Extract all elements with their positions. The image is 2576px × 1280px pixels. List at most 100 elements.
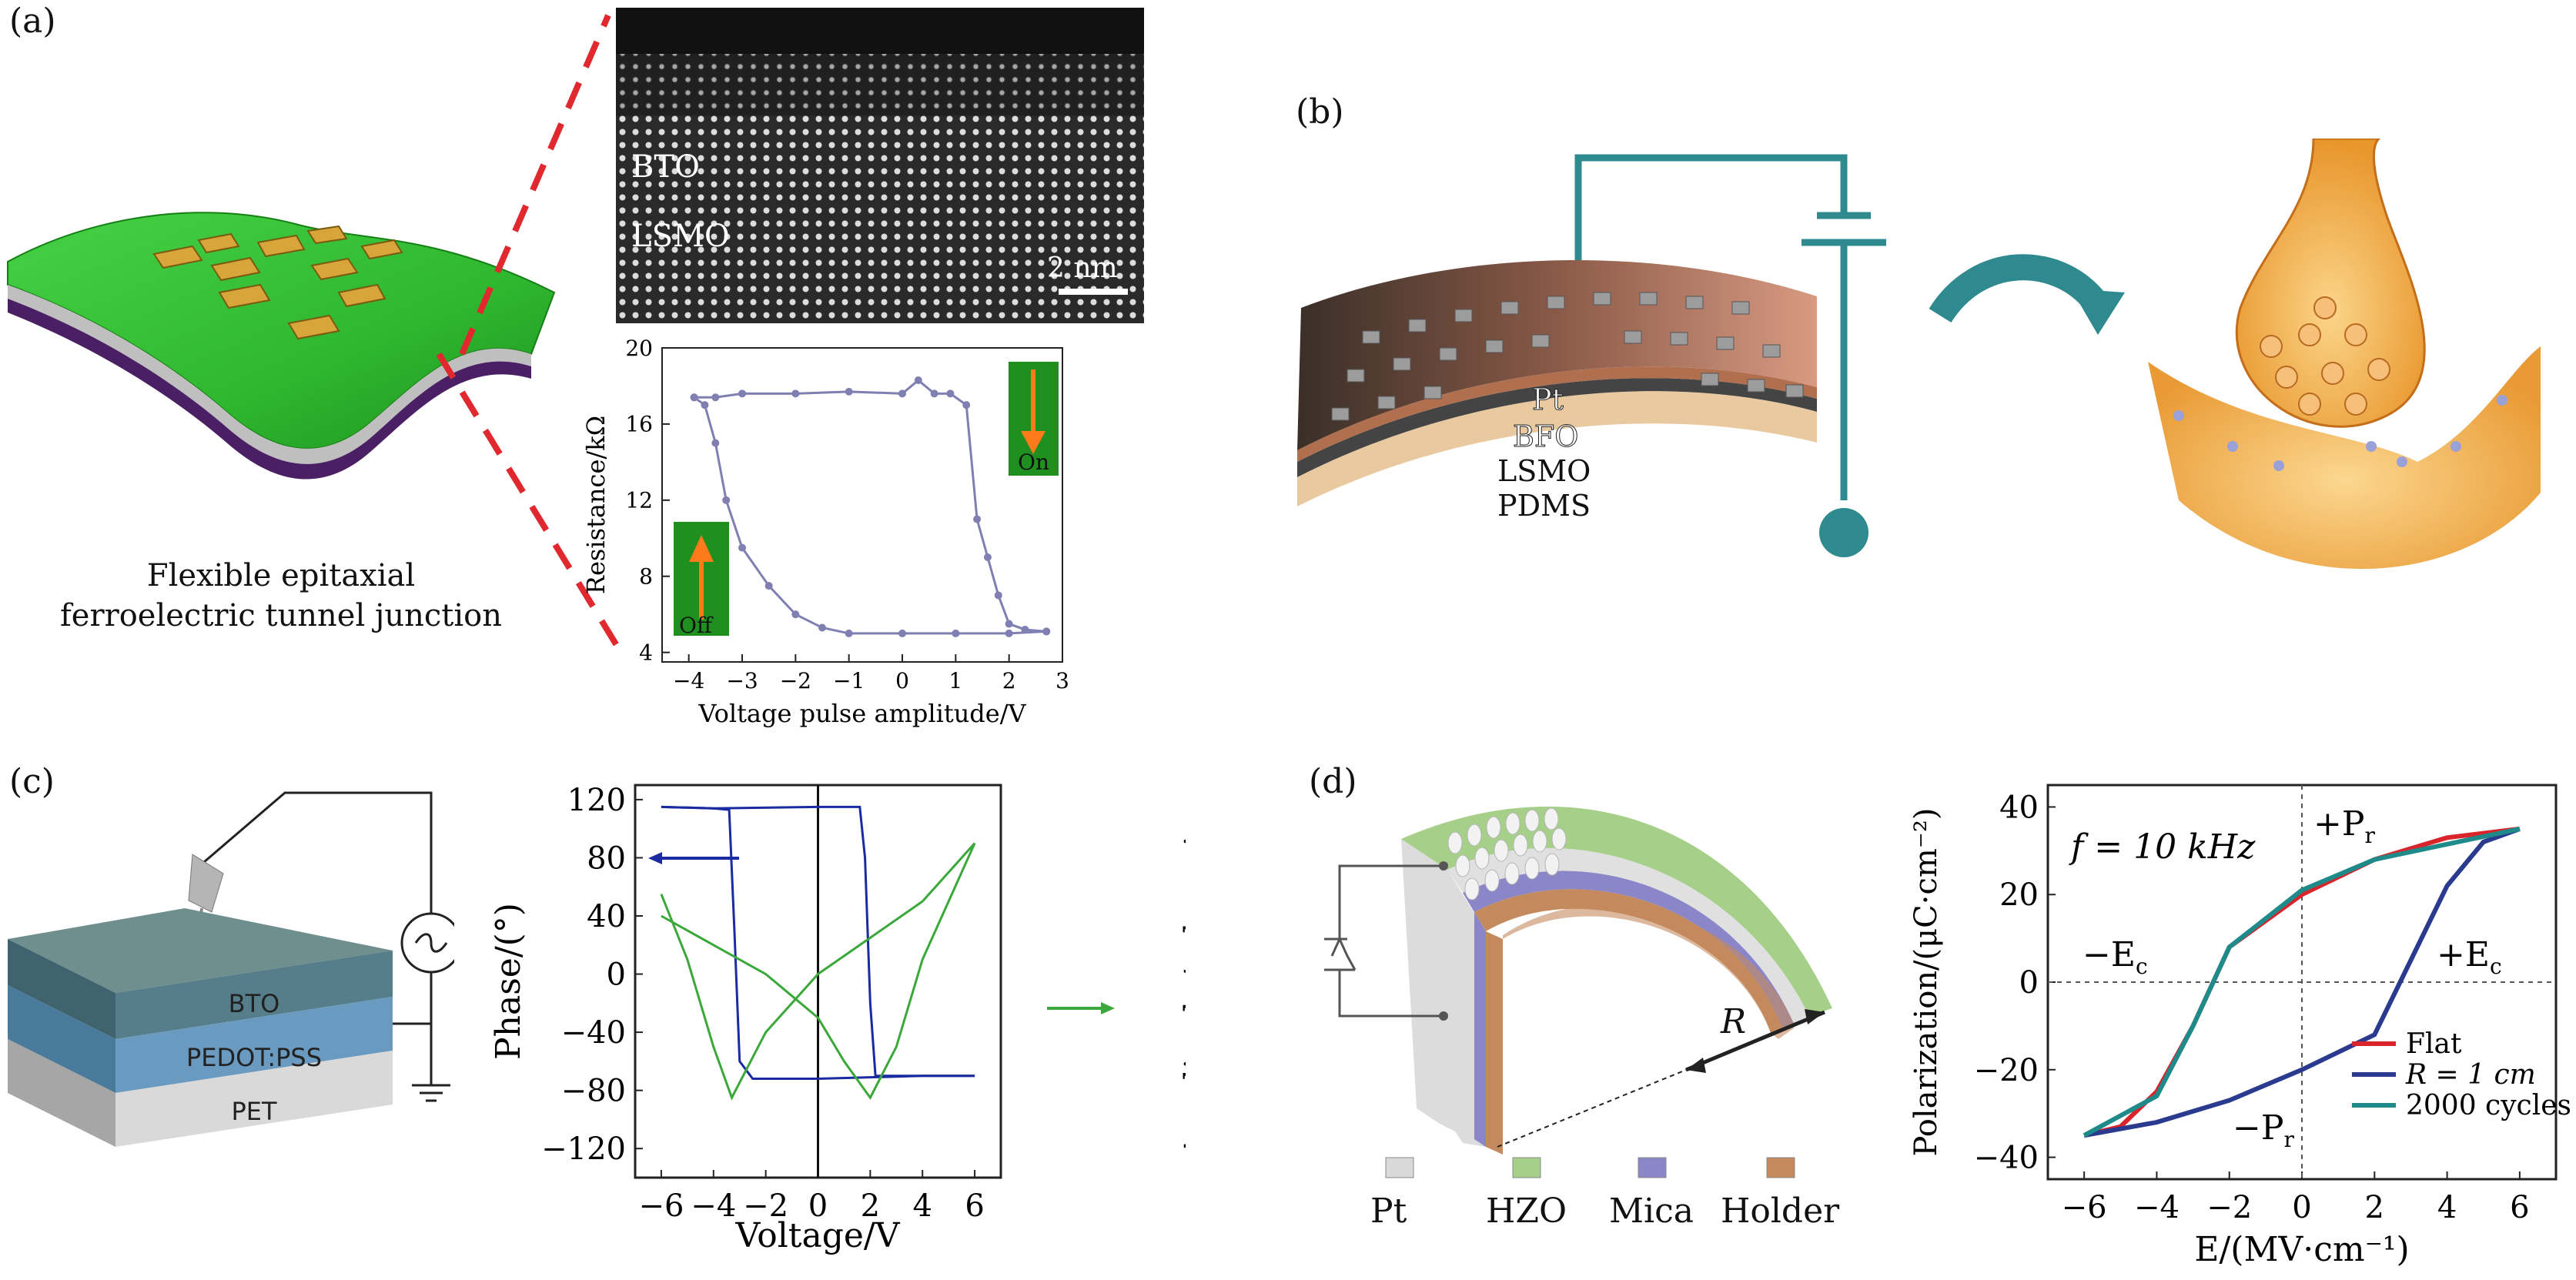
series-line-1 [2083,827,2521,1138]
data-point [898,629,906,637]
d-ylabel: Polarization/(μC·cm⁻²) [1909,807,1944,1156]
y-tick-label: 40 [1999,790,2039,825]
off-label: Off [679,613,714,638]
c-ylabel2: Amplitude/arb. units [1178,804,1186,1158]
data-point [914,376,922,385]
legend-r1cm: R = 1 cm [2405,1059,2536,1091]
y-tick-label: 20 [1999,877,2039,913]
data-point [952,629,960,637]
y-tick-label: 0 [2019,965,2039,1001]
hzo-device-illustration: R [1324,806,1832,1155]
data-point [711,439,720,447]
series-line-3 [661,842,976,1100]
x-tick-label: 2 [1002,668,1016,693]
data-point [764,582,773,590]
series-line-2 [660,842,976,1101]
data-point [738,543,746,552]
ec-plus-annotation: +Ec [2437,935,2502,979]
x-tick-label: 3 [1055,668,1069,693]
transfer-arrow [1929,254,2105,323]
x-tick-label: 2 [861,1188,880,1224]
legend-hzo: HZO [1486,1191,1567,1231]
on-state-icon: On [1009,362,1059,476]
bfo-device-illustration: Pt BFO LSMO PDMS [1297,154,1886,557]
b-layer-pdms: PDMS [1497,489,1591,523]
data-point [983,553,992,561]
x-tick-label: −6 [638,1188,684,1224]
c-layer-bto: BTO [229,989,280,1018]
c-ylabel: Phase/(°) [489,903,528,1060]
y-tick-label: 16 [625,412,653,437]
tem-label-bto: BTO [631,149,700,185]
y-tick-label: −80 [561,1074,626,1109]
freq-annotation: f = 10 kHz [2069,827,2256,867]
x-tick-label: −4 [691,1188,736,1224]
d-legend: Flat R = 1 cm 2000 cycles [2352,1028,2571,1121]
a-xlabel: Voltage pulse amplitude/V [698,699,1026,728]
x-tick-label: −2 [780,668,811,693]
caption-line-1: Flexible epitaxial [146,558,416,593]
x-tick-label: 0 [895,668,909,693]
x-tick-label: 6 [2510,1190,2529,1225]
x-tick-label: −4 [673,668,704,693]
data-point [722,496,731,504]
x-tick-label: 4 [2437,1190,2457,1225]
data-point [1005,620,1013,628]
y-tick-label: −40 [1974,1141,2039,1176]
y-tick-label: 12 [625,488,653,513]
legend-mica: Mica [1609,1191,1694,1231]
y-tick-label: −20 [1974,1053,2039,1088]
panel-label-a: (a) [9,2,56,41]
data-point [845,629,853,637]
pr-plus-annotation: +Pr [2313,804,2375,848]
y-tick-label: 20 [625,336,653,361]
y-tick-label: 0 [607,957,626,993]
x-tick-label: −2 [2206,1190,2252,1225]
x-tick-label: −1 [833,668,865,693]
ec-minus-annotation: −Ec [2083,935,2148,979]
data-point [973,515,982,523]
ftj-caption: Flexible epitaxial ferroelectric tunnel … [46,556,516,636]
data-point [898,389,906,398]
tem-label-lsmo: LSMO [631,219,730,254]
zoom-dashed-lines [436,14,623,653]
c-layer-pedot: PEDOT:PSS [186,1043,322,1072]
y-tick-label: 120 [567,783,626,818]
synapse-illustration [1929,139,2541,570]
series-line-1 [693,396,1047,635]
x-tick-label: 0 [808,1188,828,1224]
series-line-2 [2083,826,2521,1138]
on-label: On [1018,450,1049,475]
legend-holder: Holder [1721,1191,1840,1231]
x-tick-label: −6 [2062,1190,2107,1225]
c-layer-pet: PET [231,1097,277,1126]
x-tick-label: −2 [743,1188,788,1224]
y-tick-label: 80 [587,841,626,876]
y-tick-label: −40 [561,1015,626,1051]
data-point [818,623,826,632]
y-tick-label: 8 [639,564,653,590]
data-point [791,389,800,398]
legend-flat: Flat [2406,1028,2462,1060]
x-tick-label: 2 [2365,1190,2384,1225]
data-point [791,610,800,619]
b-layer-bfo: BFO [1513,419,1578,453]
c-xlabel: Voltage/V [734,1216,900,1255]
panel-label-b: (b) [1296,92,1344,132]
data-point [930,389,938,398]
data-point [701,401,709,409]
tem-scale-label: 2 nm [1047,252,1118,284]
plot-frame [661,347,1063,663]
data-point [1005,629,1013,637]
series-line-1 [661,805,975,1078]
panel-label-d: (d) [1309,762,1357,801]
pr-minus-annotation: −Pr [2233,1108,2294,1152]
b-layer-pt: Pt [1532,383,1564,416]
data-point [1042,627,1051,636]
data-point [845,387,853,396]
data-point [962,401,971,409]
y-tick-label: 4 [639,640,653,665]
material-legend: Pt HZO Mica Holder [1363,1155,1855,1239]
y-tick-label: 40 [587,899,626,934]
